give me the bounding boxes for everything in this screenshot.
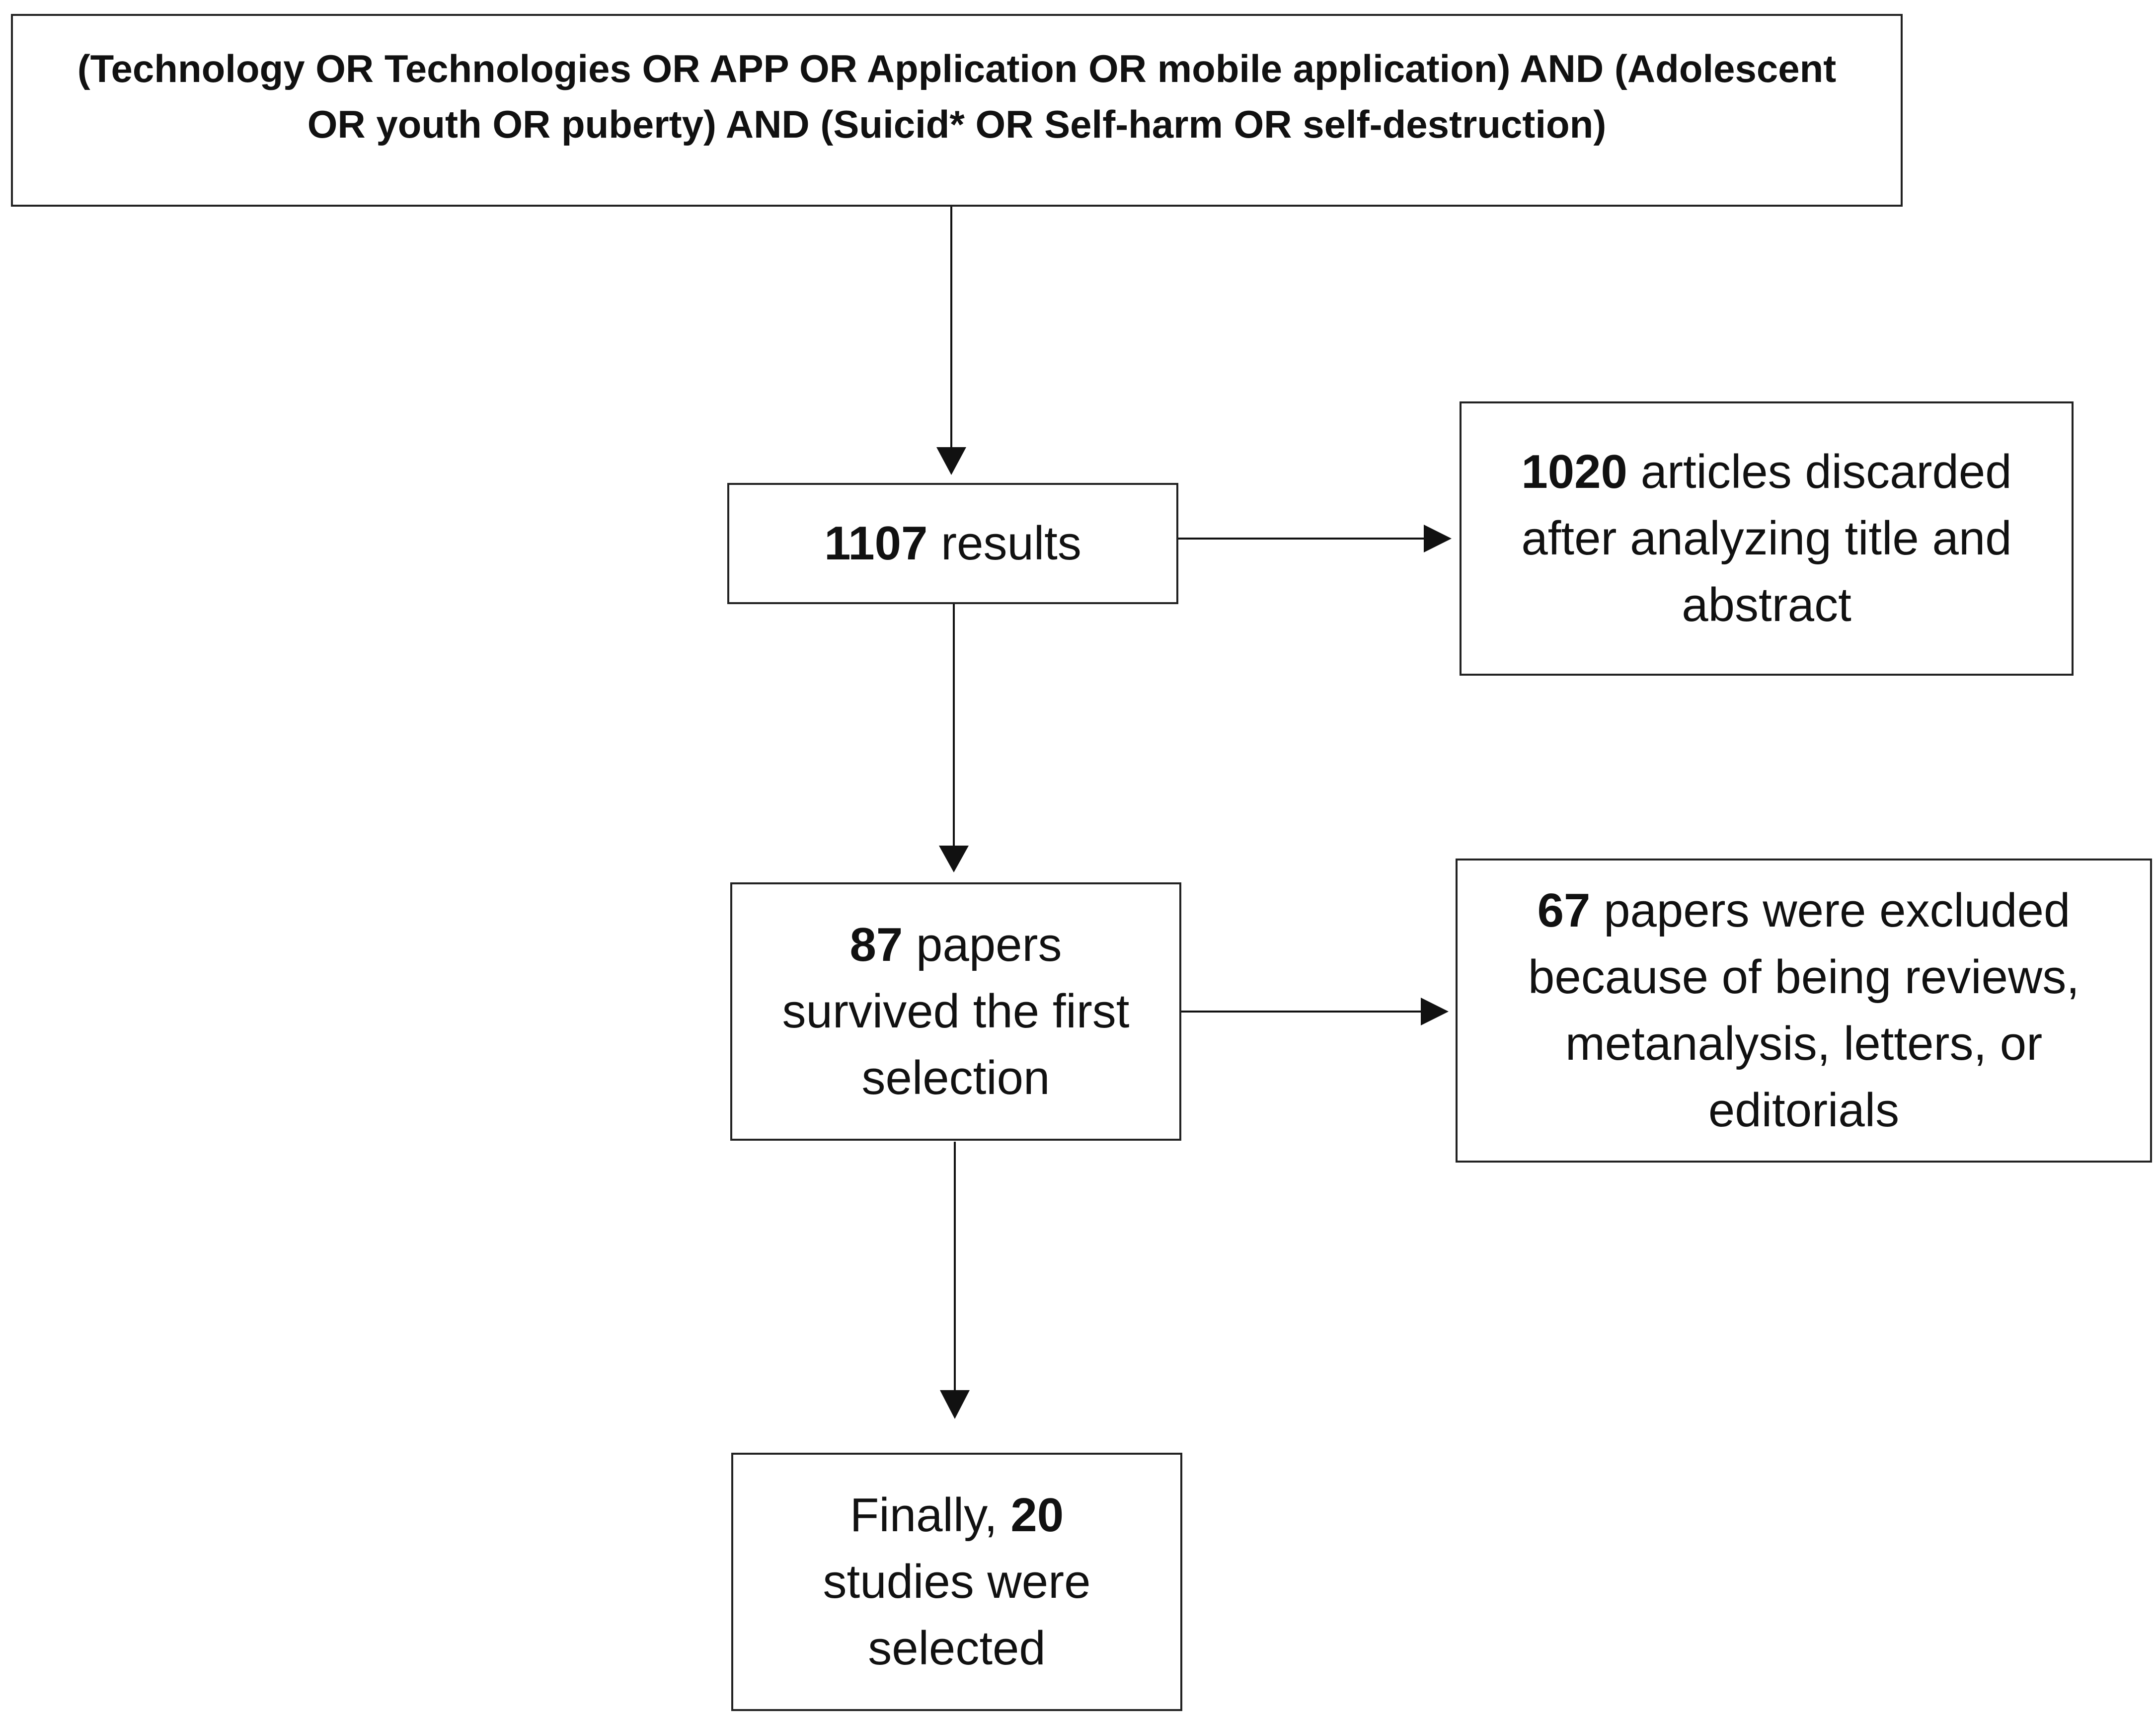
final-count: 20 <box>1010 1488 1064 1542</box>
arrow-results-to-first-selection <box>939 604 969 872</box>
excluded-text: 67 papers were excluded because of being… <box>1528 877 2079 1144</box>
search-query-box: (Technology OR Technologies OR APP OR Ap… <box>11 14 1903 207</box>
first-selection-count: 87 <box>849 918 903 971</box>
arrow-first-selection-to-final <box>940 1142 970 1419</box>
first-selection-box: 87 papers survived the first selection <box>730 882 1181 1141</box>
arrow-first-selection-to-excluded <box>1178 998 1449 1025</box>
arrow-query-to-results <box>936 207 966 475</box>
first-selection-line-3: selection <box>861 1051 1050 1104</box>
search-query-text: (Technology OR Technologies OR APP OR Ap… <box>77 41 1837 152</box>
discarded-line-2: after analyzing title and <box>1521 512 2012 565</box>
results-label: results <box>927 517 1081 570</box>
discarded-line-3: abstract <box>1682 578 1851 631</box>
discarded-line-1: articles discarded <box>1627 445 2012 498</box>
excluded-count: 67 <box>1537 884 1591 937</box>
final-line-2: studies were <box>823 1555 1091 1608</box>
final-line-3: selected <box>868 1622 1046 1675</box>
discarded-box: 1020 articles discarded after analyzing … <box>1460 401 2074 676</box>
arrow-results-to-discarded <box>1178 525 1452 552</box>
results-box: 1107 results <box>727 483 1178 604</box>
excluded-line-1: papers were excluded <box>1590 884 2071 937</box>
final-box: Finally, 20 studies were selected <box>731 1453 1182 1711</box>
discarded-text: 1020 articles discarded after analyzing … <box>1521 439 2011 638</box>
first-selection-text: 87 papers survived the first selection <box>782 912 1130 1111</box>
excluded-line-3: metanalysis, letters, or <box>1565 1017 2043 1070</box>
results-count: 1107 <box>824 517 928 570</box>
search-query-line-2: OR youth OR puberty) AND (Suicid* OR Sel… <box>307 102 1607 146</box>
final-line-1: Finally, <box>849 1488 1011 1542</box>
results-text: 1107 results <box>824 510 1081 577</box>
excluded-line-2: because of being reviews, <box>1528 950 2079 1004</box>
discarded-count: 1020 <box>1521 445 1627 498</box>
first-selection-line-1: papers <box>903 918 1062 971</box>
first-selection-line-2: survived the first <box>782 985 1130 1038</box>
search-query-line-1: (Technology OR Technologies OR APP OR Ap… <box>77 47 1837 90</box>
excluded-box: 67 papers were excluded because of being… <box>1456 859 2152 1163</box>
excluded-line-4: editorials <box>1708 1084 1900 1137</box>
final-text: Finally, 20 studies were selected <box>823 1482 1091 1682</box>
